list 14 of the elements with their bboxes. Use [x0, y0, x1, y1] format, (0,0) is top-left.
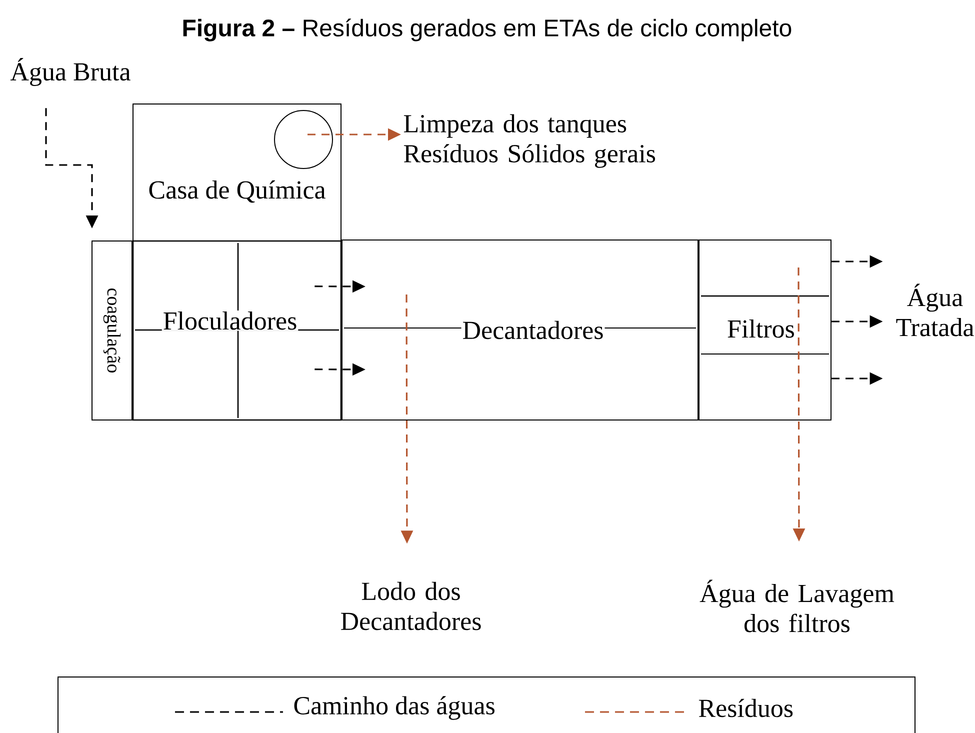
output-label: Lodo dos Decantadores	[341, 582, 481, 630]
output-label: Limpeza dos tanques Resíduos Sólidos gerais	[404, 114, 656, 168]
source-label: Água Bruta	[10, 58, 130, 86]
tank-box: Filtros	[698, 240, 832, 420]
tank-box: Decantadores	[342, 240, 698, 420]
legend-text: Caminho das águas	[294, 696, 494, 720]
tank-box: Floculadores	[132, 240, 342, 421]
tank-box: coagulação	[92, 240, 132, 420]
tank-circle	[274, 110, 333, 169]
figure-title: Figura 2 – Resíduos gerados em ETAs de ciclo completo	[183, 18, 792, 42]
legend-text: Resíduos	[698, 698, 793, 718]
building-box: Casa de Química	[132, 104, 342, 242]
output-label: Água de Lavagem dos filtros	[700, 580, 894, 632]
output-label: Água Tratada	[896, 284, 974, 336]
